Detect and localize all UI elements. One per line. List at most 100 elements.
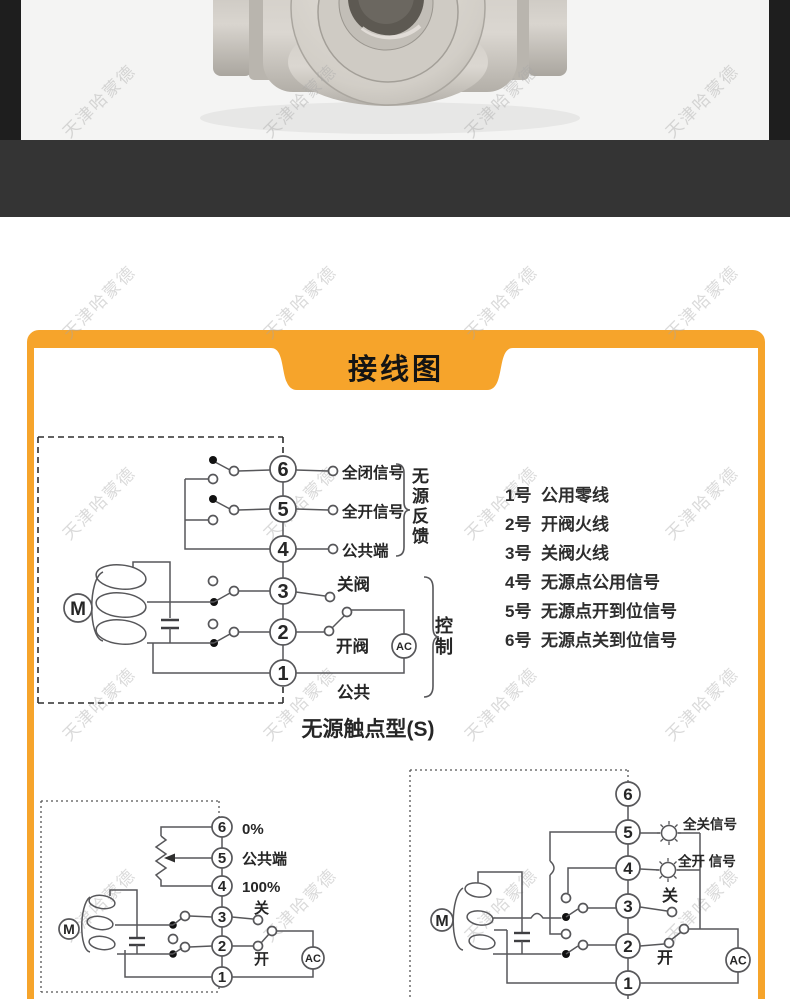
wiring-legend: 1号 公用零线 2号 开阀火线 3号 关阀火线 4号 无源点公用信号 5号 无源… [505,481,677,655]
svg-text:开: 开 [254,951,269,968]
svg-text:4: 4 [277,539,289,561]
legend-no: 4号 [505,573,532,592]
svg-text:M: M [63,921,75,937]
legend-text: 关阀火线 [541,544,609,563]
svg-text:2: 2 [218,938,226,955]
legend-row: 2号 开阀火线 [505,510,677,539]
svg-text:4: 4 [623,859,633,878]
br-motor-icon: M [430,908,454,932]
product-photo-area [0,0,790,140]
br-labels: 全关信号 全开 信号 关 开 [657,816,737,967]
br-cam-switch-3 [560,892,616,921]
legend-no: 3号 [505,544,532,563]
legend-text: 无源点关到位信号 [541,631,677,650]
legend-no: 1号 [505,486,532,505]
bl-terminal-circles: 6 5 4 3 2 1 [211,816,233,988]
br-control-wiring [639,906,739,984]
br-phase-top-wire [477,871,523,933]
bl-control-wiring [231,914,314,978]
legend-no: 6号 [505,631,532,650]
capacitor-icon [161,618,179,643]
svg-text:全关信号: 全关信号 [682,816,737,832]
svg-text:1: 1 [218,969,226,986]
bl-capacitor-icon [129,936,145,954]
br-terminal-circles: 6 5 4 3 2 1 [615,781,641,996]
svg-text:AC: AC [396,641,412,653]
legend-text: 无源点公用信号 [541,573,660,592]
photo-left-black-bar [0,0,21,140]
main-dashed-enclosure [37,436,284,704]
potentiometer-icon [154,826,212,887]
main-phase-top-wire [132,561,171,618]
main-terminal-labels: 全闭信号 全开信号 公共端 关阀 开阀 公共 [336,463,404,702]
br-ac-source-icon: AC [725,947,751,973]
main-cam-switch-2 [147,618,270,647]
svg-text:关: 关 [662,886,678,905]
br-dotted-enclosure [409,769,629,999]
br-phase-mid-wire [493,912,562,919]
br-wire-4-to-switch [567,867,616,893]
svg-text:2: 2 [277,622,288,644]
banner-tab-shape [34,337,758,390]
dark-separator-band [0,140,790,217]
bl-phase-top-wire [109,889,138,938]
lamp-open-signal-icon [639,857,700,883]
svg-text:1: 1 [277,663,288,685]
br-return-wire [494,929,616,984]
svg-text:6: 6 [218,819,226,836]
svg-text:0%: 0% [242,821,264,838]
svg-text:6: 6 [277,459,288,481]
bl-motor-winding-icon [81,894,116,953]
legend-text: 开阀火线 [541,515,609,534]
feedback-brace [395,463,411,557]
ac-source-icon: AC [391,633,417,659]
br-capacitor-icon [514,931,530,954]
main-return-wire [152,643,270,674]
control-group-label: 控制 [433,616,453,658]
legend-row: 3号 关阀火线 [505,539,677,568]
main-cam-switch-3 [147,575,270,606]
svg-text:公共端: 公共端 [242,850,287,868]
bottom-left-diagram: M [40,800,325,993]
svg-text:100%: 100% [242,879,280,896]
svg-text:4: 4 [218,878,227,895]
legend-row: 4号 无源点公用信号 [505,568,677,597]
product-photo-valve [200,0,580,134]
svg-text:2: 2 [623,937,632,956]
svg-text:5: 5 [277,499,288,521]
control-brace [423,576,440,698]
svg-text:公共端: 公共端 [342,541,389,560]
svg-text:AC: AC [729,954,747,968]
valve-right-thread [527,0,567,76]
svg-text:全闭信号: 全闭信号 [341,463,404,482]
svg-text:关: 关 [254,899,269,917]
svg-text:开阀: 开阀 [336,636,369,656]
legend-text: 无源点开到位信号 [541,602,677,621]
main-control-wiring [295,591,405,674]
main-diagram: M [37,436,440,741]
motor-winding-icon [91,564,147,645]
wiper-arrow [164,853,175,863]
bl-return-wire [124,950,212,978]
svg-text:5: 5 [623,823,632,842]
svg-text:全开信号: 全开信号 [341,502,404,521]
svg-text:1: 1 [623,974,632,993]
svg-text:6: 6 [623,785,632,804]
br-wire-5-to-switch [549,831,616,935]
motor-icon: M [63,593,93,623]
main-feedback-terminals [295,465,339,555]
banner-tab-path [34,337,758,390]
bl-cam-switch-3 [115,910,213,929]
bl-dotted-enclosure [40,800,220,993]
valve-port-hole-inner [358,0,414,24]
svg-text:开: 开 [657,949,673,967]
legend-text: 公用零线 [541,486,609,505]
valve-highlight [360,24,422,40]
svg-text:公共: 公共 [337,683,371,702]
legend-row: 1号 公用零线 [505,481,677,510]
lamp-close-signal-icon [640,820,700,846]
main-limit-switch-6 [185,456,271,485]
bl-cam-switch-2 [117,941,213,958]
